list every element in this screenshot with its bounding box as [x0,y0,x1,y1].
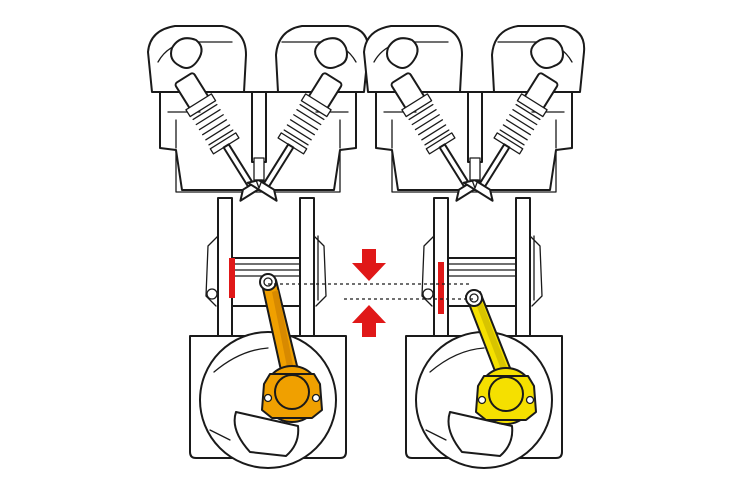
arrow-up-icon [352,305,386,337]
left-cylinder-head [147,25,370,202]
left-piston-ring-marker [229,258,235,298]
right-cylinder [363,25,586,469]
right-connecting-rod [465,289,537,425]
left-connecting-rod [259,273,323,423]
left-counterweight [233,411,300,457]
left-cylinder [147,25,370,469]
arrow-down-icon [352,249,386,281]
right-cylinder-head [363,25,586,202]
right-piston-ring-marker [438,262,444,314]
